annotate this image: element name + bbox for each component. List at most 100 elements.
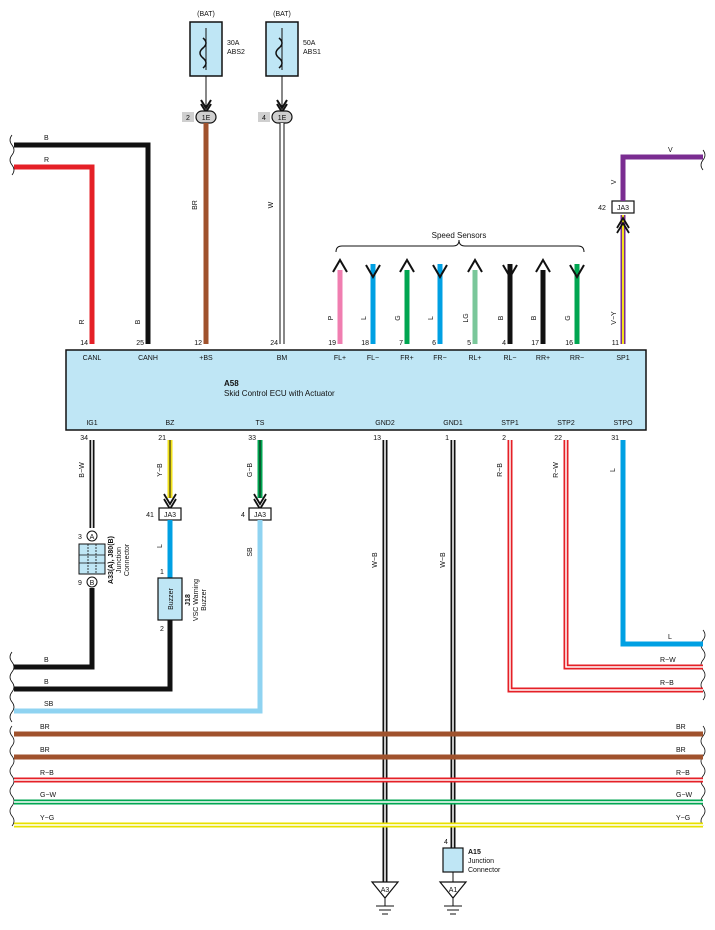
ecu-terminal-2-label: +BS (199, 355, 213, 362)
ecu-terminal-12-label: SP1 (616, 355, 629, 362)
ecu-bottom-terminal-6-pin: 22 (554, 435, 562, 442)
fuse-abs2: (BAT) 30A ABS2 (189, 11, 245, 77)
wire-br-label: BR (192, 200, 199, 210)
ecu-terminal-0-pin: 14 (80, 340, 88, 347)
ecu-bottom-terminal-4-pin: 1 (445, 435, 449, 442)
ecu-terminal-11-label: RR− (570, 355, 584, 362)
bus-label-left-1: BR (40, 747, 50, 754)
buzzer-name: VSC Warning (193, 579, 200, 621)
wire-w-label: W (268, 201, 275, 208)
ecu-bottom-terminal-5-label: STP1 (501, 420, 519, 427)
wire-right-l: L (668, 634, 672, 641)
ecu-bottom-terminal-2-label: TS (256, 420, 265, 427)
conn-1e-pin-2: 2 (186, 115, 190, 122)
junction-num-bot: 9 (78, 580, 82, 587)
wire-right-v: V (668, 147, 673, 154)
ecu-terminal-6-pin: 7 (399, 340, 403, 347)
fuse-abs1-bat: (BAT) (273, 11, 291, 18)
junction-num-top: 3 (78, 534, 82, 541)
bus-label-right-3: G−W (676, 792, 693, 799)
speed-sensors-label: Speed Sensors (432, 231, 487, 240)
ecu-bottom-terminal-0-pin: 34 (80, 435, 88, 442)
fuse-abs1-name: ABS1 (303, 49, 321, 56)
wire-rlp: LG (463, 313, 470, 322)
wire-right-rb: R−B (660, 680, 674, 687)
wire-gnd1-wb: W−B (440, 552, 447, 568)
ecu-terminal-7-pin: 6 (432, 340, 436, 347)
bus-label-left-0: BR (40, 724, 50, 731)
ecu-terminal-4-label: FL+ (334, 355, 346, 362)
wire-left-b-top: B (44, 135, 49, 142)
ecu-terminal-9-pin: 4 (502, 340, 506, 347)
ecu-bottom-terminal-2-pin: 33 (248, 435, 256, 442)
wire-flp: P (328, 315, 335, 320)
ja3-sp1-pin: 42 (598, 205, 606, 212)
ground-a3-label: A3 (381, 887, 390, 894)
ecu-terminal-10-label: RR+ (536, 355, 550, 362)
conn-1e-a: 1E (202, 115, 211, 122)
left-edge-breaks (9, 134, 15, 827)
fuse-abs1: (BAT) 50A ABS1 (265, 11, 321, 77)
wire-frp: G (395, 315, 402, 320)
ecu-box (65, 349, 647, 431)
wire-ts-gb: G−B (247, 463, 254, 478)
bus-label-left-4: Y−G (40, 815, 54, 822)
ecu-terminal-3-pin: 24 (270, 340, 278, 347)
wire-stp2-rw: R−W (553, 462, 560, 478)
ecu-terminal-11-pin: 16 (565, 340, 573, 347)
ja3-bz: JA3 (164, 512, 176, 519)
buzzer-j18: 1 Buzzer 2 J18 VSC Warning Buzzer (157, 569, 208, 633)
buzzer-pin-top: 1 (160, 569, 164, 576)
ecu-bottom-terminal-6-label: STP2 (557, 420, 575, 427)
ecu-terminal-1-pin: 25 (136, 340, 144, 347)
wire-gnd2-wb: W−B (372, 552, 379, 568)
bus-label-right-1: BR (676, 747, 686, 754)
bus-label-left-3: G−W (40, 792, 57, 799)
right-edge-breaks (700, 149, 706, 827)
wire-stp1-rb: R−B (497, 463, 504, 477)
wire-flm: L (361, 316, 368, 320)
ecu-terminal-3-label: BM (277, 355, 288, 362)
wire-right-rw: R−W (660, 657, 676, 664)
ecu-terminal-10-pin: 17 (531, 340, 539, 347)
ecu-terminal-12-pin: 11 (612, 340, 619, 347)
junction-name2: Connector (124, 543, 131, 576)
ecu-terminal-0-label: CANL (83, 355, 102, 362)
ecu-bottom-terminal-3-pin: 13 (373, 435, 381, 442)
ecu-top-terminals: CANL14CANH25+BS12BM24FL+19FL−18FR+7FR−6R… (80, 340, 630, 362)
wire-bz-l: L (157, 544, 164, 548)
ecu-terminal-5-pin: 18 (361, 340, 369, 347)
wire-left-r-top: R (44, 157, 49, 164)
wire-rlm: B (498, 315, 505, 320)
ecu-bottom-terminal-7-pin: 31 (611, 435, 619, 442)
ecu-terminal-7-label: FR− (433, 355, 446, 362)
wire-rrp: B (531, 315, 538, 320)
bus-label-left-2: R−B (40, 770, 54, 777)
wire-ig1-bw: B−W (79, 462, 86, 478)
ja3-ts-pin: 4 (241, 512, 245, 519)
ecu-bottom-terminal-1-pin: 21 (158, 435, 166, 442)
a15-name: Junction (468, 858, 494, 865)
wire-rrm: G (565, 315, 572, 320)
buzzer-pin-bot: 2 (160, 626, 164, 633)
ecu-terminal-9-label: RL− (503, 355, 516, 362)
wire-left-b2: B (44, 679, 49, 686)
fuse-abs2-rating: 30A (227, 40, 240, 47)
ecu-name: Skid Control ECU with Actuator (224, 389, 335, 398)
ecu-bottom-terminals: IG134BZ21TS33GND213GND11STP12STP222STPO3… (80, 420, 633, 442)
fuse-abs2-bat: (BAT) (197, 11, 215, 18)
junction-a15: 4 A15 Junction Connector (442, 839, 501, 874)
bus-label-right-0: BR (676, 724, 686, 731)
ecu-terminal-8-label: RL+ (468, 355, 481, 362)
wire-sp1-vy: V−Y (611, 311, 618, 325)
wire-ts-sb: SB (247, 547, 254, 557)
ecu-bottom-terminal-0-label: IG1 (86, 420, 97, 427)
wire-bz-yb: Y−B (157, 463, 164, 477)
bus-label-right-4: Y−G (676, 815, 690, 822)
conn-1e-pin-4: 4 (262, 115, 266, 122)
ja3-sp1: JA3 (617, 205, 629, 212)
junction-code: A33(A), J80(B) (108, 536, 115, 584)
ja3-bz-pin: 41 (146, 512, 154, 519)
